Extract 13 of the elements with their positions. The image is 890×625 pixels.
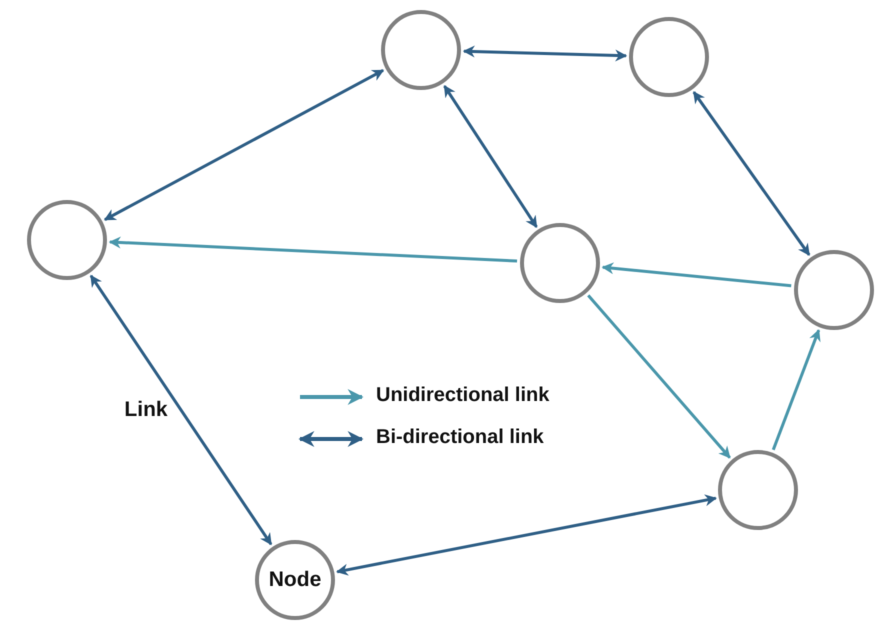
arrow xyxy=(602,262,792,288)
arrow xyxy=(462,46,628,62)
arrow xyxy=(336,494,717,576)
arrow xyxy=(587,294,731,459)
arrow xyxy=(108,236,518,262)
arrow xyxy=(104,69,384,221)
node-label: Node xyxy=(268,568,322,592)
legend-label: Unidirectional link xyxy=(376,384,550,407)
legend-label: Bi-directional link xyxy=(376,426,544,449)
arrow xyxy=(443,85,538,228)
arrow xyxy=(90,274,272,546)
arrow xyxy=(772,329,820,450)
arrow xyxy=(692,91,810,256)
